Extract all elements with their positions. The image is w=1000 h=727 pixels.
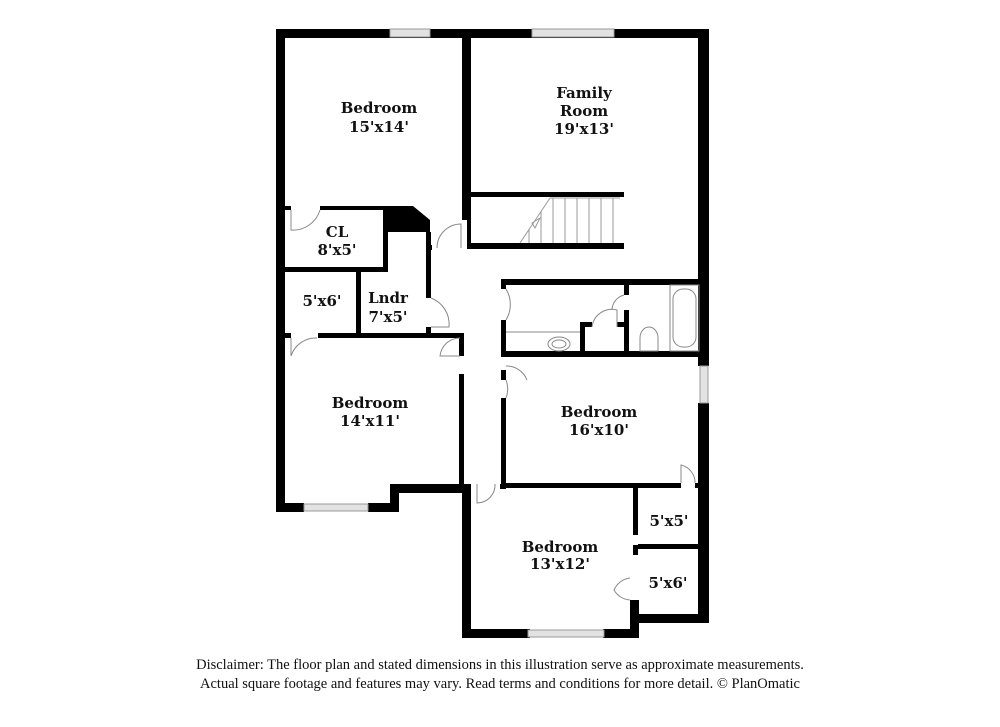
- windows: [303, 28, 709, 638]
- room-family-name2: Room: [560, 102, 608, 120]
- door-closet-5x5: [680, 464, 696, 484]
- disclaimer-line-2: Actual square footage and features may v…: [200, 676, 800, 692]
- window-top-left: [389, 28, 431, 38]
- bathtub-icon: [669, 284, 700, 352]
- bath-fixtures: [506, 284, 700, 352]
- door-cl: [290, 209, 321, 231]
- room-family-size: 19'x13': [554, 120, 614, 138]
- toilet-icon: [639, 326, 659, 352]
- room-family-name: Family: [556, 84, 613, 102]
- room-bedroom-3-name: Bedroom: [561, 403, 638, 421]
- room-bedroom-4-size: 13'x12': [530, 555, 590, 573]
- sink-icon: [547, 336, 571, 352]
- walls: [276, 29, 709, 638]
- window-top-right: [531, 28, 615, 38]
- window-right: [699, 365, 709, 404]
- room-storage-size: 5'x6': [302, 292, 341, 310]
- room-closet-5x6-size: 5'x6': [648, 574, 687, 592]
- room-laundry-size: 7'x5': [368, 308, 407, 326]
- door-wc: [591, 308, 618, 328]
- door-closet-5x6: [613, 577, 631, 601]
- stairs: [519, 197, 620, 244]
- room-bedroom-1-size: 15'x14': [349, 118, 409, 136]
- room-bedroom-3-size: 16'x10': [569, 421, 629, 439]
- door-5x6: [290, 337, 318, 357]
- room-laundry-name: Lndr: [368, 289, 409, 307]
- room-closet-name: CL: [326, 223, 349, 241]
- doors: [290, 209, 696, 601]
- door-bath-upper: [505, 288, 511, 321]
- disclaimer-line-1: Disclaimer: The floor plan and stated di…: [196, 657, 804, 673]
- room-bedroom-1-name: Bedroom: [341, 99, 418, 117]
- door-hall-top: [436, 223, 462, 249]
- window-bottom-left: [303, 503, 369, 512]
- room-closet-5x5-size: 5'x5': [649, 512, 688, 530]
- room-labels: Bedroom 15'x14' Family Room 19'x13' CL 8…: [302, 84, 688, 592]
- door-bed14: [439, 337, 461, 357]
- room-closet-size: 8'x5': [317, 241, 356, 259]
- room-bedroom-2-name: Bedroom: [332, 394, 409, 412]
- door-bed16: [505, 365, 528, 399]
- room-bedroom-4-name: Bedroom: [522, 538, 599, 556]
- door-lndr: [430, 297, 450, 328]
- disclaimer: Disclaimer: The floor plan and stated di…: [0, 656, 1000, 694]
- door-bath-inner: [611, 294, 625, 311]
- window-bottom-center: [527, 629, 605, 638]
- door-bed13: [476, 483, 496, 504]
- room-bedroom-2-size: 14'x11': [340, 412, 400, 430]
- floor-plan: Bedroom 15'x14' Family Room 19'x13' CL 8…: [276, 28, 709, 638]
